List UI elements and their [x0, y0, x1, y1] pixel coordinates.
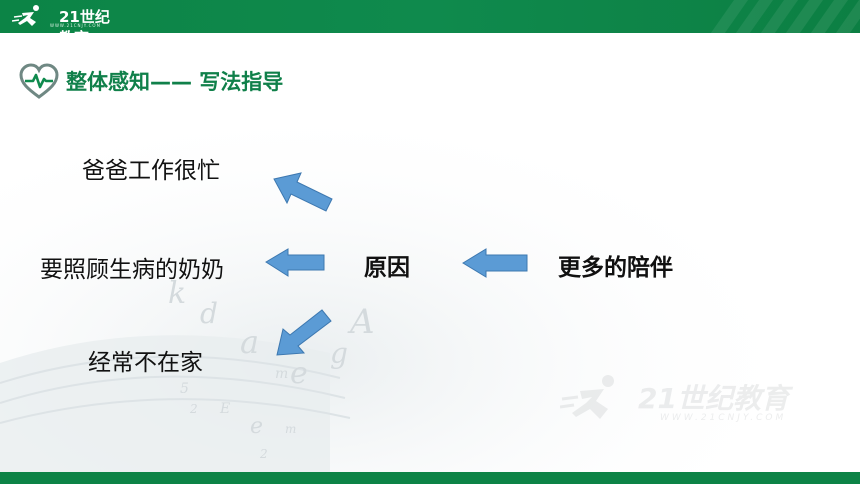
svg-text:e: e — [250, 414, 263, 439]
watermark-runner-icon — [560, 375, 614, 419]
svg-text:2: 2 — [259, 447, 268, 461]
slide-title: 整体感知—— 写法指导 — [66, 70, 284, 94]
bottom-brand-bar — [0, 472, 860, 484]
node-reason: 原因 — [364, 255, 410, 281]
watermark-logo: 21世纪教育 WWW.21CNJY.COM — [560, 373, 830, 433]
logo-text: 21世纪教育 — [59, 8, 110, 33]
svg-text:m: m — [285, 422, 296, 436]
node-dad-busy: 爸爸工作很忙 — [82, 158, 220, 184]
logo-subtext: WWW.21CNJY.COM — [50, 23, 102, 28]
node-often-away: 经常不在家 — [88, 350, 203, 376]
brand-logo[interactable]: 21世纪教育 WWW.21CNJY.COM — [12, 4, 122, 33]
top-brand-bar: 21世纪教育 WWW.21CNJY.COM — [0, 0, 860, 33]
watermark-subtext: WWW.21CNJY.COM — [660, 413, 787, 423]
arrow-to-center — [462, 248, 528, 278]
svg-text:E: E — [219, 401, 230, 417]
svg-text:A: A — [347, 302, 375, 342]
heart-pulse-icon — [19, 63, 59, 99]
node-care-grandma: 要照顾生病的奶奶 — [40, 257, 224, 283]
watermark-text: 21世纪教育 — [638, 382, 789, 415]
arrow-to-middle-node — [265, 248, 325, 277]
svg-text:2: 2 — [189, 402, 198, 416]
node-more-company: 更多的陪伴 — [558, 255, 673, 281]
runner-logo-icon — [12, 5, 39, 26]
svg-text:m: m — [275, 366, 288, 382]
arrow-to-top-node — [273, 172, 333, 212]
svg-text:d: d — [200, 297, 218, 330]
svg-text:5: 5 — [180, 381, 189, 397]
svg-text:g: g — [330, 337, 348, 370]
svg-text:e: e — [290, 356, 308, 391]
arrow-to-bottom-node — [276, 309, 332, 356]
svg-text:a: a — [240, 323, 259, 361]
